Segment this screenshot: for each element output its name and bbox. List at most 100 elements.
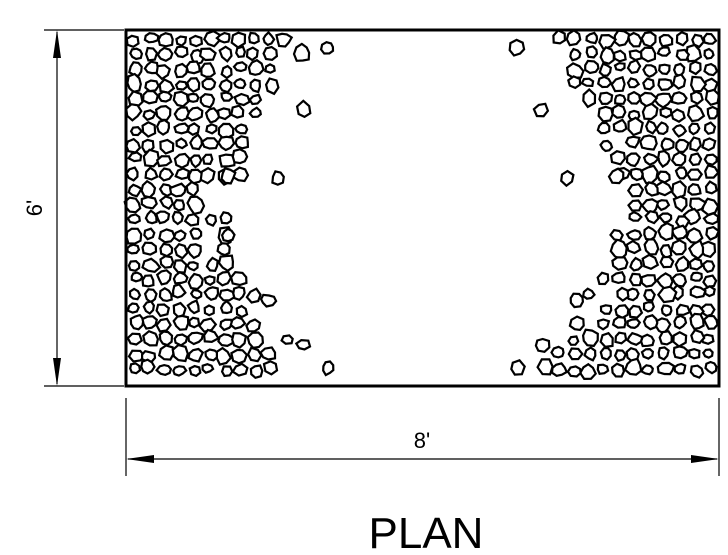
stone-r-39 [580,77,595,88]
stone-l-176 [187,347,205,363]
stone-r-134 [689,285,707,299]
stone-l-57 [216,107,232,121]
stone-r-87 [704,180,718,195]
stone-l-49 [233,92,251,107]
stone-r-162 [639,333,655,348]
stone-r-151 [673,314,688,330]
stone-l-72 [189,133,204,151]
stone-r-48 [598,91,614,106]
stone-l-50 [248,93,263,106]
stone-r-82 [674,166,688,180]
stone-r-77 [642,152,661,167]
stone-r-64 [612,118,628,133]
stone-r-145 [642,300,656,313]
stone-r-181 [673,362,687,375]
stone-l-179 [230,348,249,365]
stone-r-78 [625,152,641,168]
stone-l-12 [144,46,159,62]
stone-r-167 [567,335,580,346]
stone-l-30 [247,58,265,76]
stone-r-80 [704,164,720,179]
stone-l-6 [215,31,231,44]
stone-r-92 [626,183,645,198]
pebble-l-4 [259,293,278,308]
stone-l-8 [248,31,260,45]
stone-l-143 [232,285,246,302]
stone-l-117 [159,242,174,258]
stone-l-65 [205,123,218,135]
stone-r-180 [689,364,705,379]
stone-r-34 [657,78,674,91]
stone-r-30 [565,62,585,80]
height-arrow-top [53,30,61,58]
stone-l-67 [233,123,249,135]
pebble-l-6 [294,338,312,351]
stone-r-112 [687,238,705,261]
stone-r-57 [597,105,614,123]
stone-r-91 [644,181,659,197]
stone-l-96 [185,180,199,198]
stone-l-148 [172,301,187,319]
stone-l-184 [155,363,173,377]
stone-r-27 [613,62,626,72]
pebble-l-2 [271,170,285,186]
stone-l-164 [158,330,174,347]
stone-l-9 [262,30,276,47]
stone-r-124 [611,256,629,271]
stone-l-139 [171,283,187,299]
stone-r-36 [626,77,641,89]
stone-r-147 [614,304,630,320]
stone-l-113 [189,227,203,240]
stone-l-29 [232,61,248,73]
stone-r-102 [657,212,673,224]
stone-l-150 [203,304,215,317]
stone-l-51 [125,103,143,122]
stone-l-130 [155,269,172,286]
stone-l-46 [187,92,200,103]
stone-r-16 [628,49,643,62]
stone-r-163 [626,331,644,347]
stone-r-22 [688,60,702,76]
stone-l-33 [144,79,160,93]
stone-l-36 [186,77,201,94]
stone-l-187 [201,363,215,374]
stone-r-143 [675,303,692,316]
stone-r-119 [688,257,704,271]
stone-l-81 [201,153,214,166]
stone-r-108 [657,221,674,242]
stone-r-141 [700,303,716,318]
stone-l-16 [198,47,217,62]
stone-l-17 [218,45,233,63]
stone-l-106 [183,213,200,227]
stone-l-26 [185,60,201,75]
stone-r-177 [567,347,584,361]
stone-r-20 [569,47,582,62]
height-dimension-label: 6' [22,200,47,216]
stone-r-115 [643,238,660,256]
stone-r-17 [612,49,627,63]
stone-r-41 [704,88,721,107]
stone-r-54 [641,102,659,121]
stone-r-18 [599,45,616,65]
stone-r-188 [566,365,582,378]
stone-l-10 [275,32,294,48]
stone-l-174 [157,344,175,361]
stone-l-126 [205,256,219,272]
stone-l-28 [220,64,233,80]
stone-r-117 [609,238,628,261]
stone-l-131 [172,271,189,285]
stone-l-156 [172,314,190,331]
stone-l-188 [220,365,234,378]
stone-l-21 [292,42,311,62]
stone-l-102 [126,213,142,225]
stone-r-59 [688,122,701,136]
stone-r-178 [550,345,565,359]
stone-l-145 [126,302,140,314]
stone-r-123 [629,256,644,272]
stone-r-175 [599,347,612,362]
stone-r-2 [675,30,689,47]
width-dimension: 8' [125,398,720,476]
width-dimension-label: 8' [414,428,430,453]
stone-r-66 [701,137,717,152]
stone-r-166 [581,328,599,348]
